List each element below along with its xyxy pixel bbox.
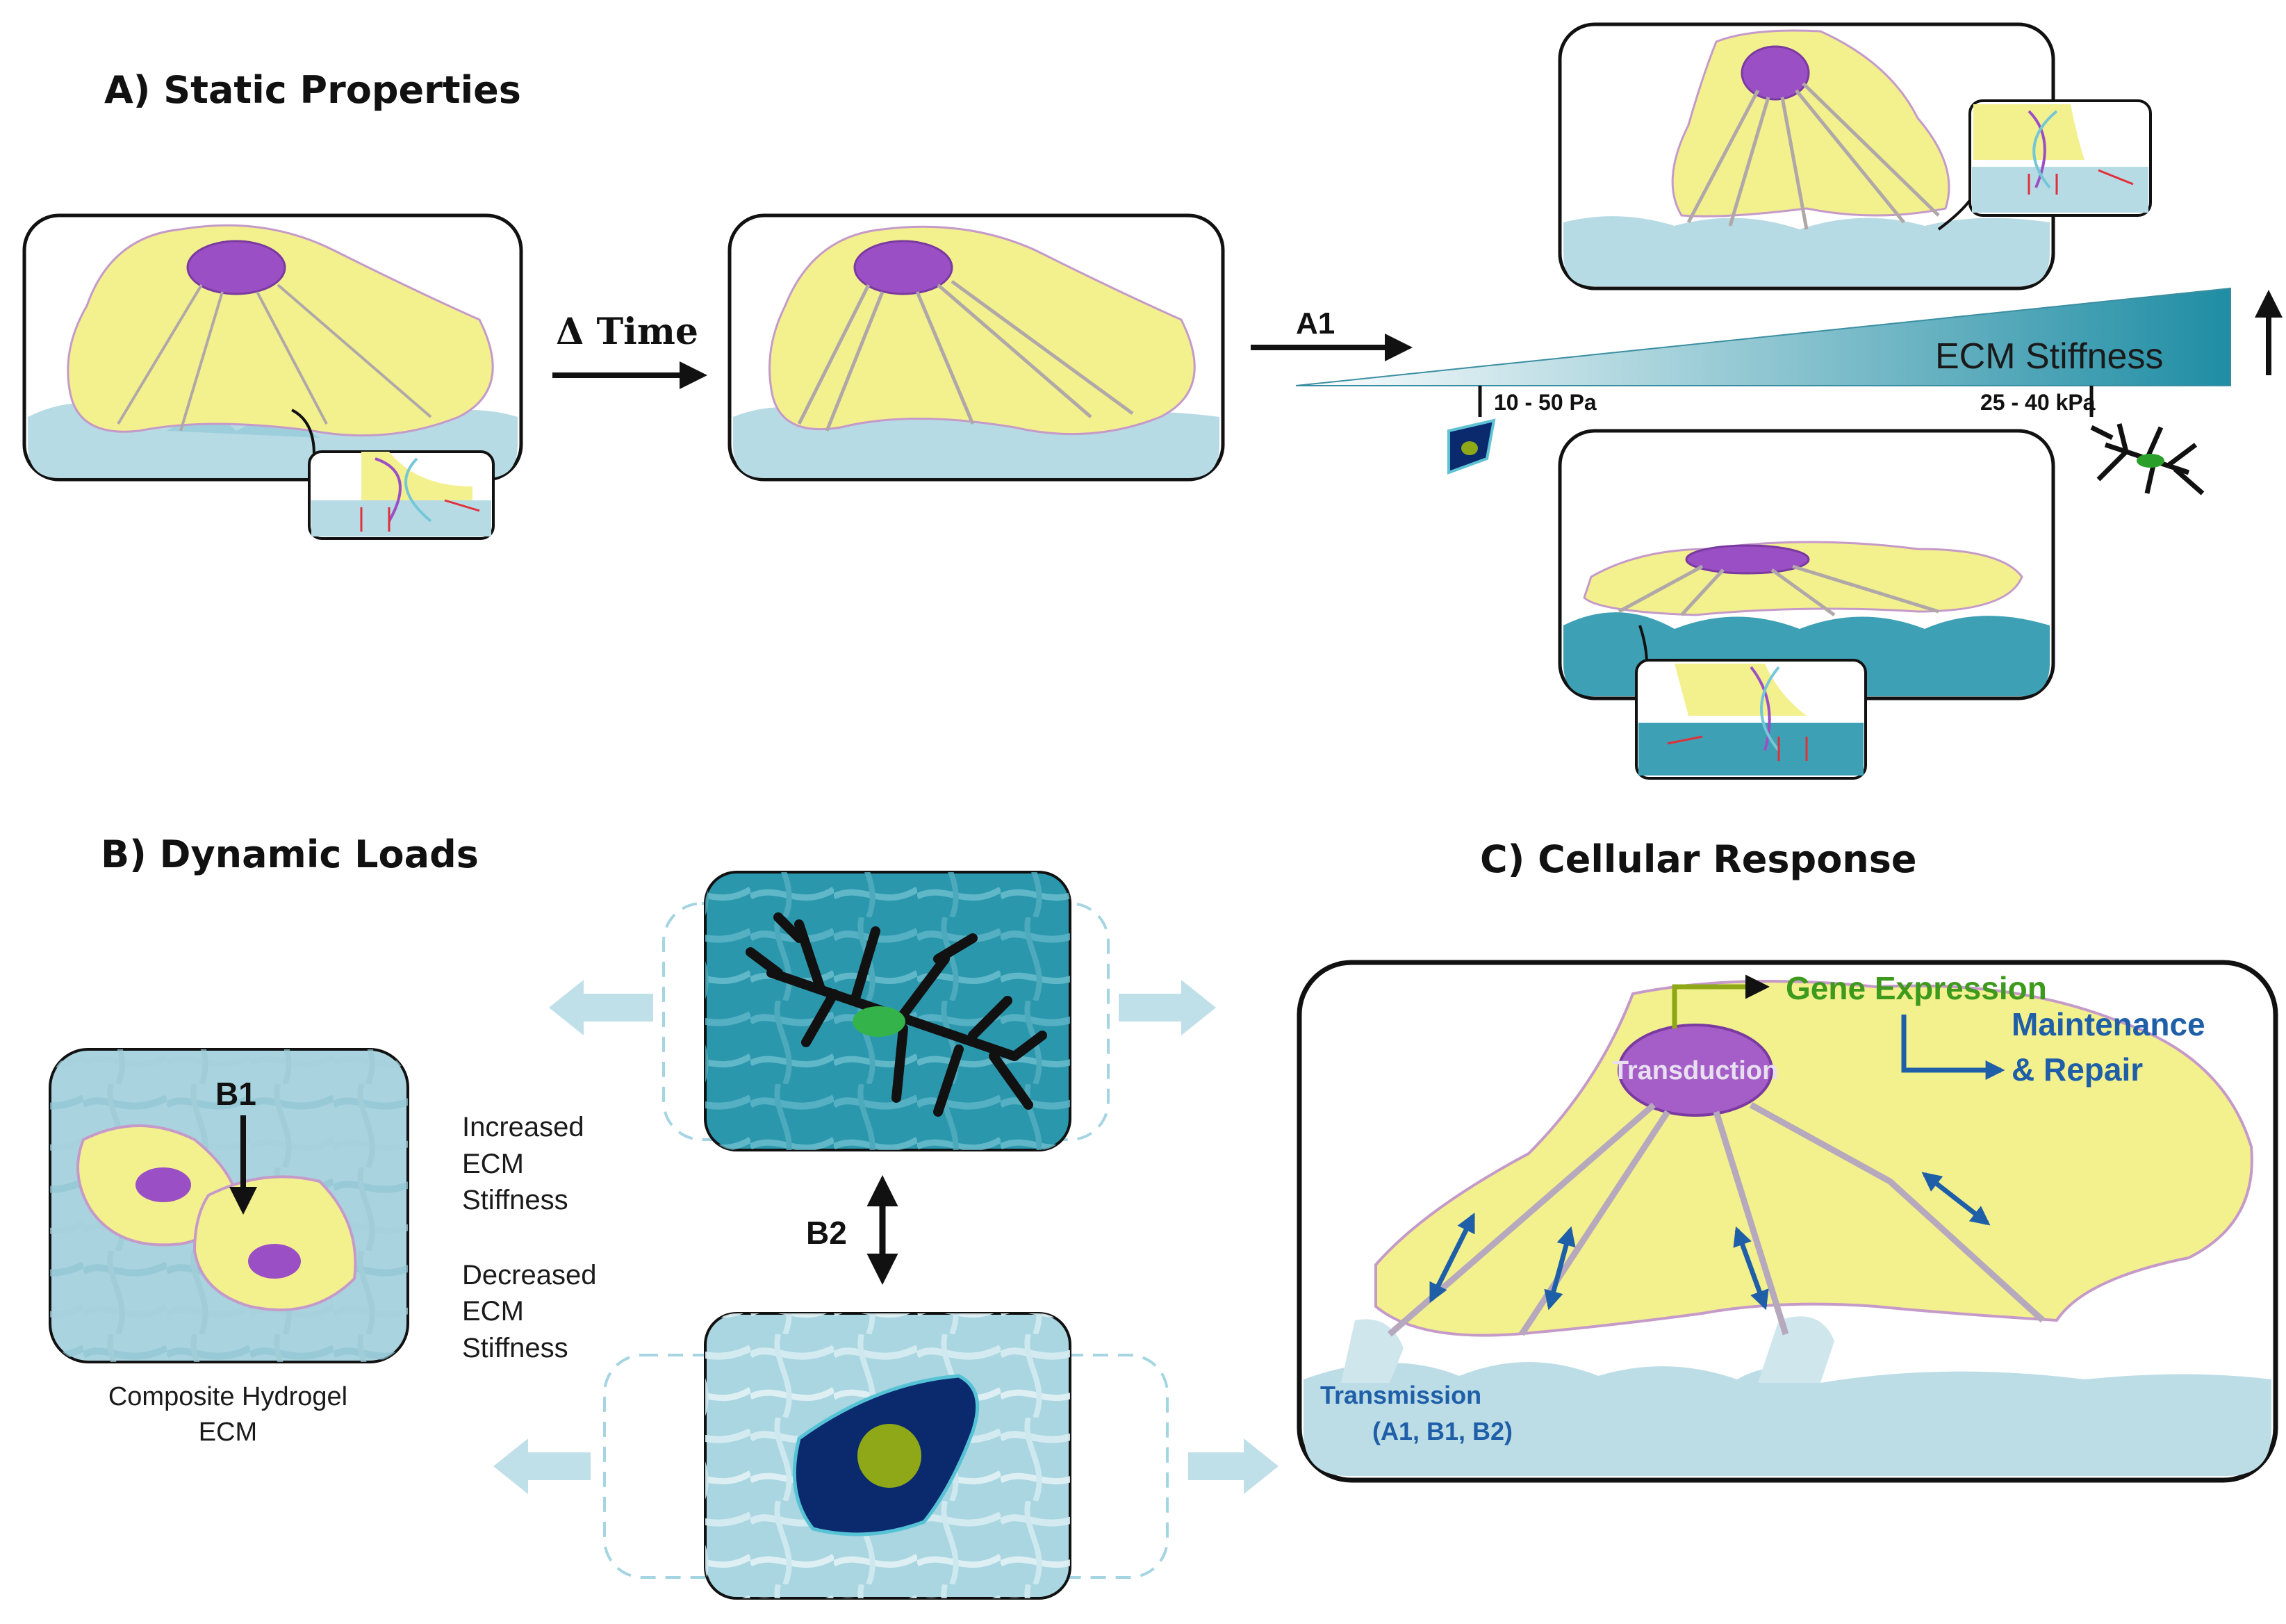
transduction-nucleus [1618,1024,1773,1117]
a1-label: A1 [1296,306,1335,341]
composite-hydrogel-box [49,1048,409,1363]
panel-a-title: A) Static Properties [104,68,521,112]
adhesion-inset-box [291,409,495,540]
decreased-line-3: Stiffness [462,1333,568,1363]
delta-time-label: Δ Time [556,311,698,353]
stiff-ecm-cell-box [1558,22,2152,290]
initial-cell-box [22,213,523,482]
cell-body [67,224,494,437]
response-cell-body [1374,980,2253,1337]
left-load-arrow-bottom [493,1438,591,1494]
soft-ecm-cell-box [1558,429,2055,780]
transmission-refs-label: (A1, B1, B2) [1372,1417,1513,1445]
cellular-response-box [1297,960,2278,1483]
ecm-stiffness-wedge [1295,287,2231,386]
stiff-hydrogel-box [662,871,1110,1151]
b1-label: B1 [215,1076,256,1112]
increased-line-1: Increased [462,1112,584,1142]
soft-hydrogel-box [603,1312,1169,1600]
right-load-arrow-top [1119,980,1216,1035]
increased-line-3: Stiffness [462,1185,568,1215]
gene-expression-label: Gene Expression [1786,970,2047,1006]
nucleus [186,240,286,295]
low-range-label: 10 - 50 Pa [1494,390,1597,415]
stiff-cell-icon [2090,423,2205,495]
panel-c-title: C) Cellular Response [1480,837,1917,881]
transmission-label: Transmission [1320,1381,1481,1409]
increased-line-2: ECM [462,1149,524,1179]
adapted-cell-box [727,213,1225,482]
left-load-arrow-top [549,980,653,1035]
decreased-line-1: Decreased [462,1260,596,1290]
maintenance-label: Maintenance [2012,1006,2205,1042]
high-range-label: 25 - 40 kPa [1980,390,2096,415]
repair-label: & Repair [2012,1051,2143,1088]
soft-cell-icon [1447,418,1496,475]
right-load-arrow-bottom [1188,1438,1278,1494]
decreased-line-2: ECM [462,1296,524,1327]
hydrogel-label-1: Composite Hydrogel [108,1382,347,1411]
hydrogel-label-2: ECM [199,1418,257,1447]
ecm-stiffness-label: ECM Stiffness [1935,336,2163,377]
panel-b-title: B) Dynamic Loads [101,832,479,876]
b2-label: B2 [806,1215,847,1251]
transduction-label: Transduction [1613,1056,1779,1085]
